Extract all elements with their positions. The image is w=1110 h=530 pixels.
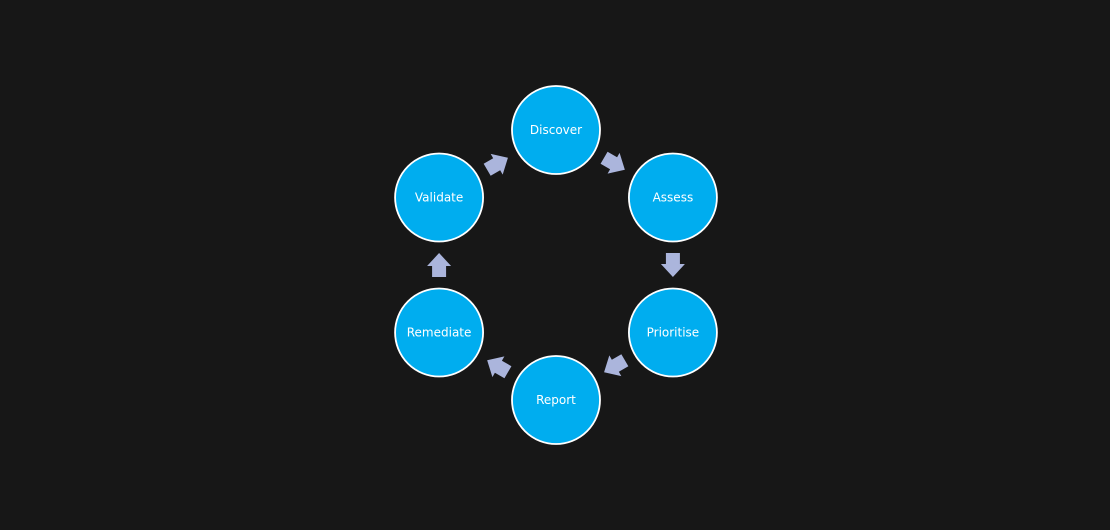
node-label: Remediate (407, 326, 472, 340)
node-remediate: Remediate (394, 287, 484, 378)
node-circle (628, 152, 718, 243)
node-label: Prioritise (647, 326, 700, 340)
node-report: Report (511, 355, 601, 445)
node-circle (394, 152, 484, 243)
node-assess: Assess (628, 152, 718, 243)
arrow-icon (604, 354, 629, 377)
arrow-icon (487, 356, 512, 379)
node-label: Assess (653, 191, 694, 205)
node-validate: Validate (394, 152, 484, 243)
node-label: Report (536, 393, 576, 407)
arrow-icon (427, 253, 452, 277)
node-circle (511, 355, 601, 445)
arrow-icon (483, 153, 508, 176)
node-circle (394, 287, 484, 378)
node-label: Discover (530, 123, 582, 137)
node-prioritise: Prioritise (628, 287, 718, 378)
node-discover: Discover (511, 85, 601, 175)
arrow-icon (660, 253, 685, 277)
arrow-icon (600, 151, 625, 174)
node-circle (511, 85, 601, 175)
node-label: Validate (415, 191, 463, 205)
node-circle (628, 287, 718, 378)
